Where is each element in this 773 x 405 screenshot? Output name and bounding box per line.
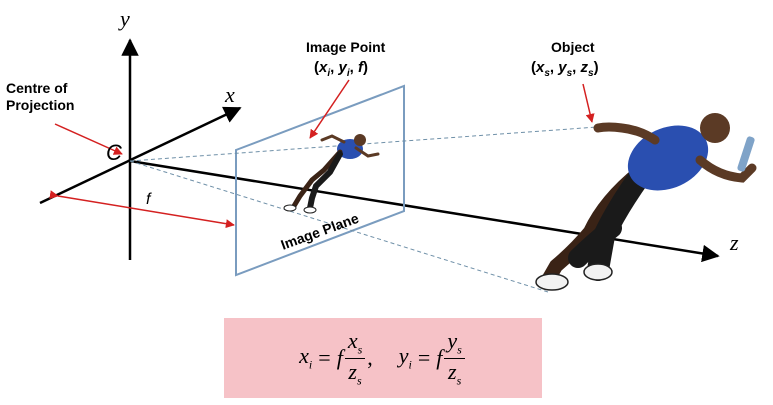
centre-callout-arrow <box>54 123 123 155</box>
z-axis <box>129 159 720 263</box>
projection-ray-bottom <box>129 160 549 293</box>
image-plane <box>235 84 405 277</box>
formula-comma: , <box>367 345 373 370</box>
yi-symbol: yi <box>398 343 412 372</box>
image-point-coords: (xi, yi, f) <box>314 59 368 79</box>
focal-length-label: f <box>146 191 152 208</box>
object-sprinter <box>535 113 757 291</box>
image-point-callout-arrow <box>309 79 350 139</box>
x-over-z-fraction: xs zs <box>344 328 366 387</box>
centre-point-label: C <box>106 140 122 165</box>
object-callout-arrow <box>582 83 595 123</box>
equals-sign-2: = <box>417 345 431 370</box>
image-point-title: Image Point <box>306 39 386 55</box>
equals-sign-1: = <box>318 345 331 370</box>
object-title: Object <box>551 39 595 55</box>
y-over-z-fraction: ys zs <box>444 328 465 387</box>
x-axis-label: x <box>224 82 235 107</box>
x-axis <box>39 106 242 205</box>
projected-sprinter-image <box>283 134 380 214</box>
y-axis-label: y <box>118 6 130 31</box>
centre-of-projection-label-line1: Centre of <box>6 80 68 96</box>
focal-length-arrow <box>49 190 235 229</box>
z-axis-label: z <box>729 230 739 255</box>
xi-symbol: xi <box>299 343 313 372</box>
focal-symbol-2: f <box>436 345 443 370</box>
projection-formula: xi = f xs zs , yi = f ys zs <box>224 318 542 398</box>
centre-of-projection-label-line2: Projection <box>6 97 74 113</box>
focal-symbol-1: f <box>336 345 343 370</box>
object-coords: (xs, ys, zs) <box>531 59 599 79</box>
